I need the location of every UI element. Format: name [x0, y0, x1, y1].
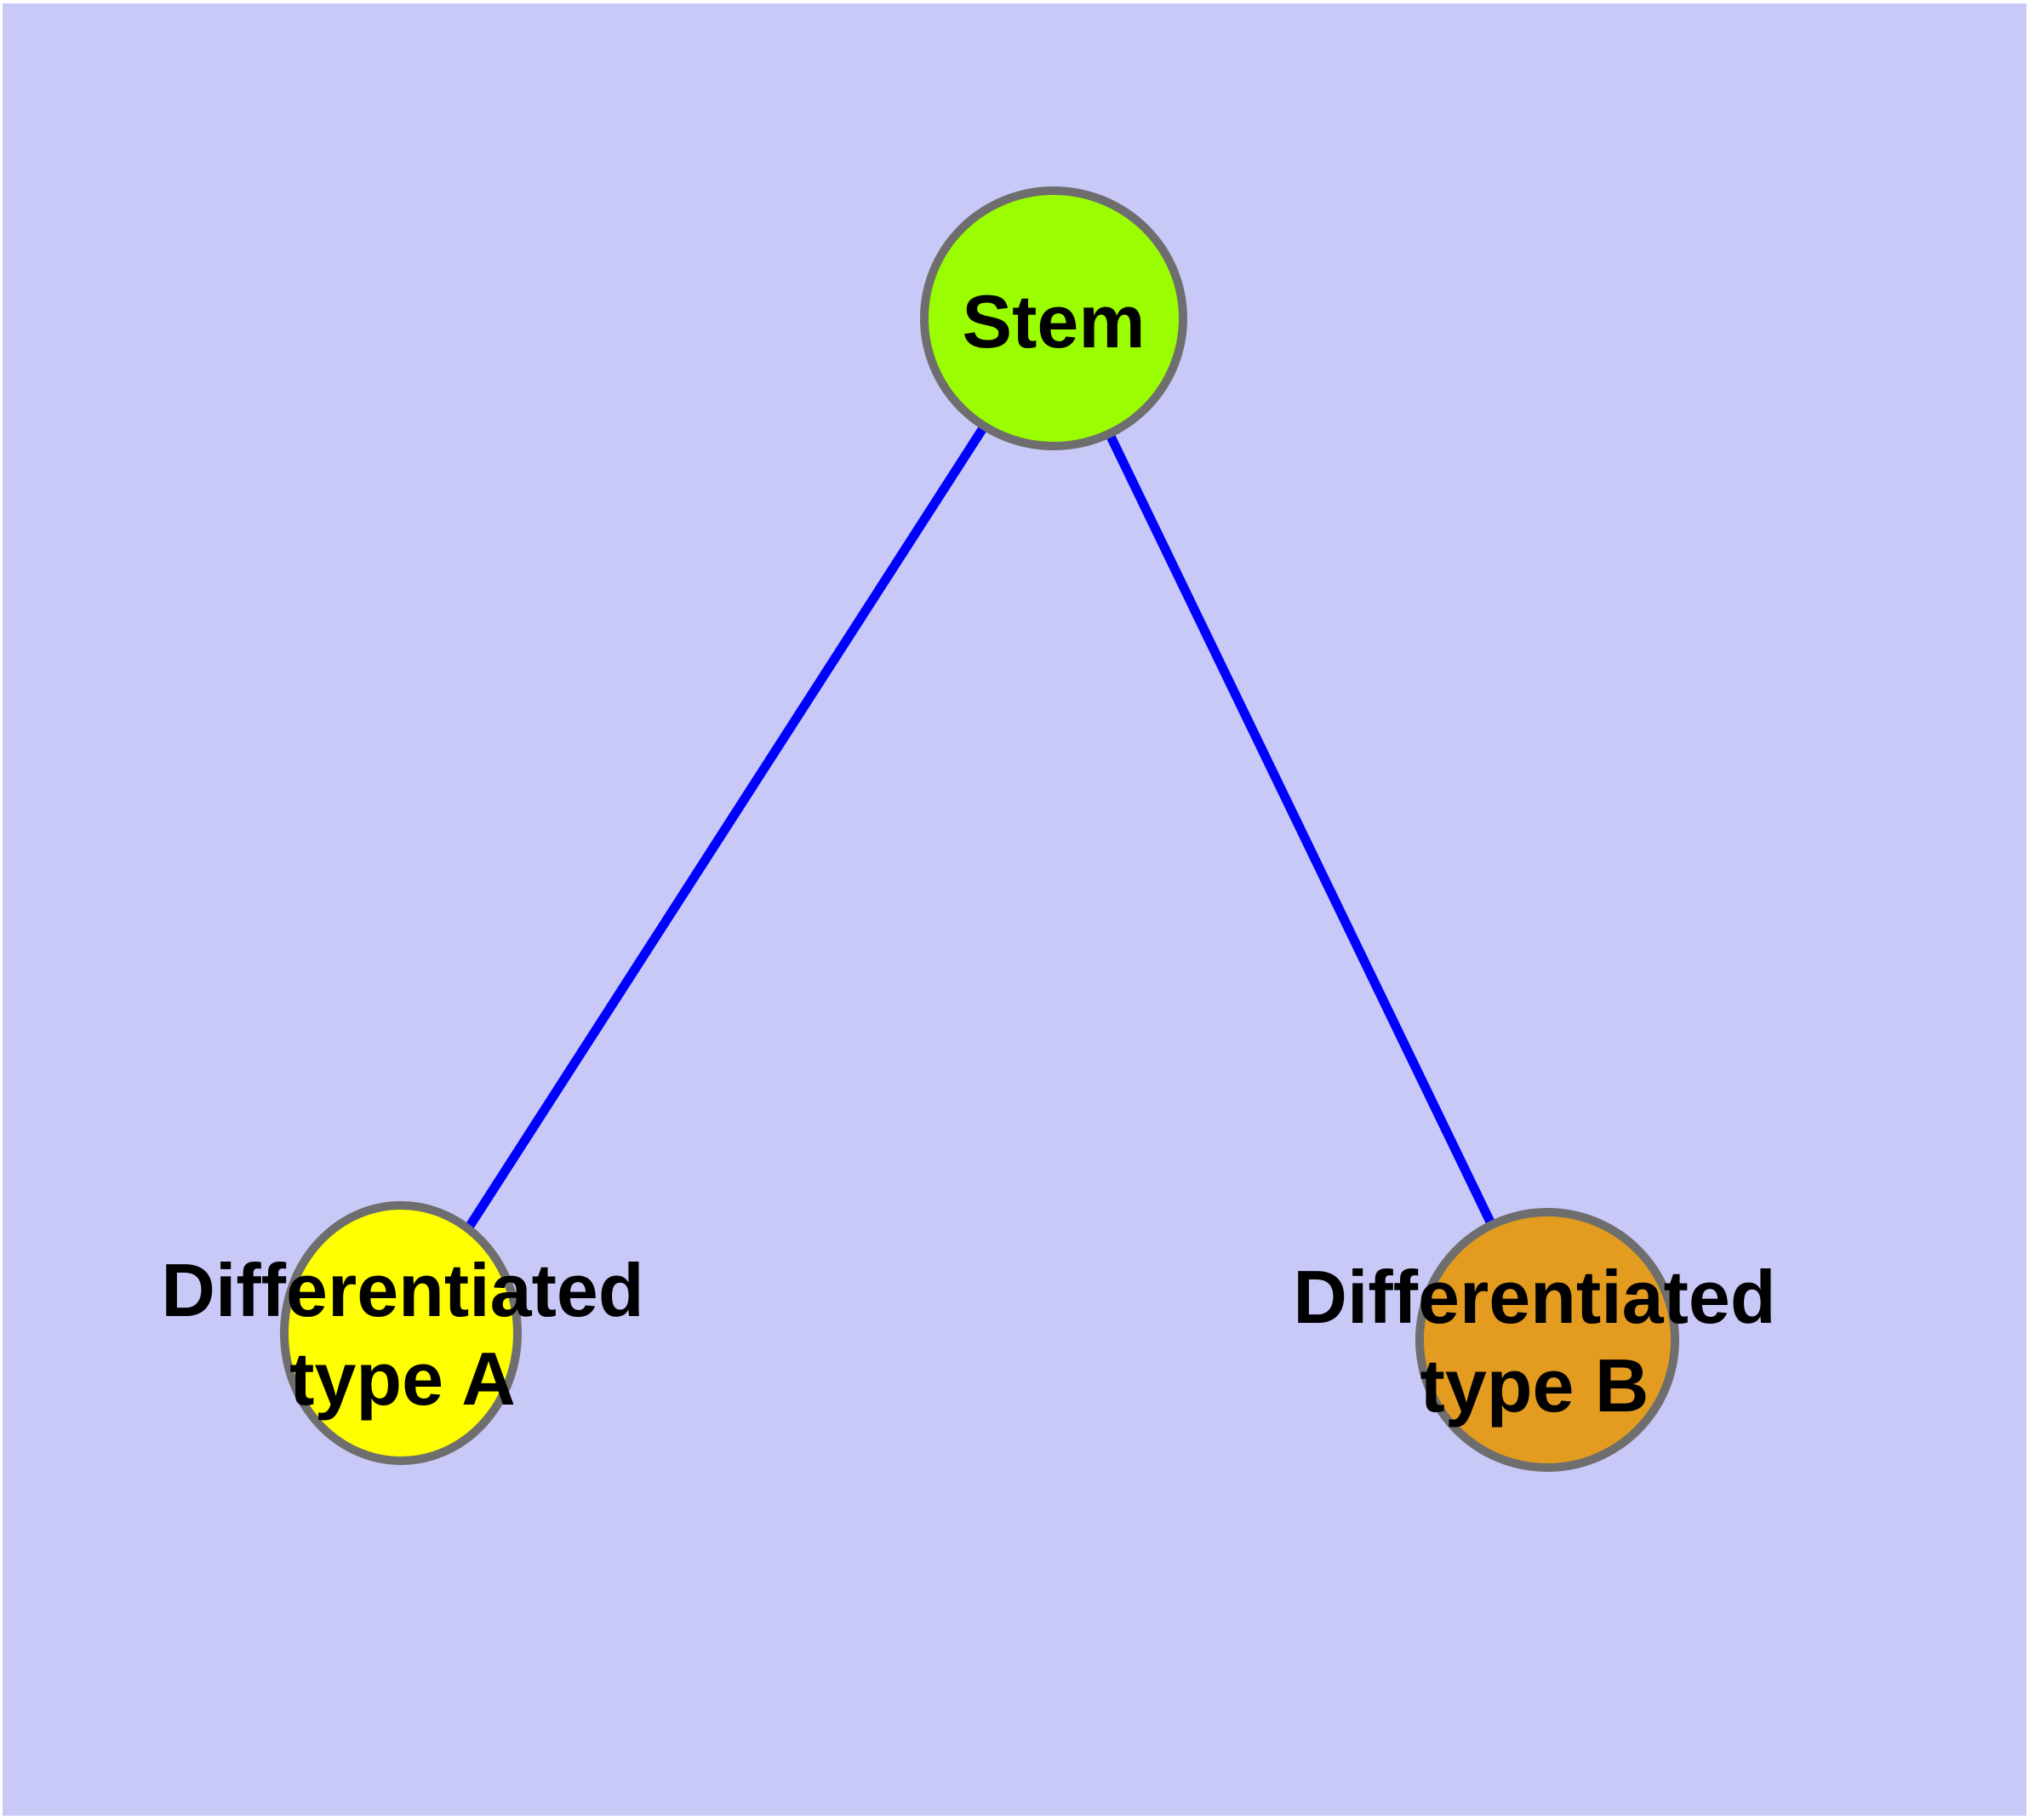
- type-a-node-label: Differentiated type A: [161, 1246, 643, 1423]
- type-b-label-line2: type B: [1420, 1343, 1649, 1428]
- graph-drawing: [280, 186, 1679, 1472]
- stem-node-label-text: Stem: [962, 279, 1146, 363]
- type-a-label-line1: Differentiated: [161, 1248, 644, 1332]
- type-a-label-line2: type A: [289, 1336, 516, 1421]
- type-b-node-label: Differentiated type B: [1293, 1253, 1775, 1430]
- edge-stem-to-type-a: [397, 316, 1058, 1336]
- graph-canvas: Stem Differentiated type A Differentiate…: [3, 3, 2026, 1816]
- type-b-node-circle: [1415, 1208, 1679, 1472]
- type-a-node-circle: [280, 1201, 522, 1465]
- stem-node-circle: [920, 186, 1187, 450]
- edge-stem-to-type-b: [1049, 316, 1552, 1342]
- stem-node-label: Stem: [962, 278, 1145, 366]
- type-b-label-line1: Differentiated: [1293, 1255, 1776, 1339]
